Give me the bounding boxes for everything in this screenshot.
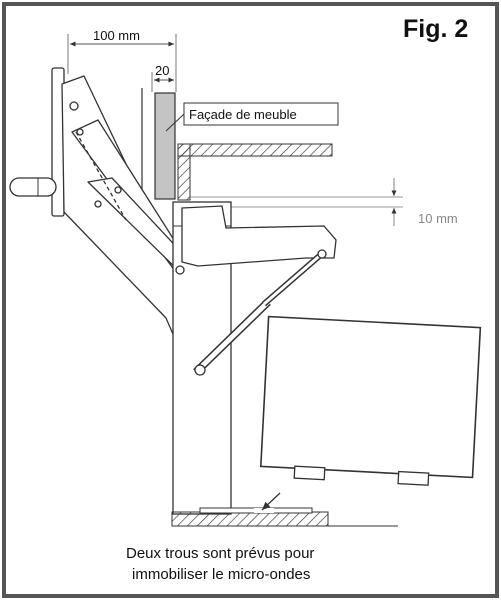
- gas-strut: [193, 249, 326, 375]
- bottom-base: [171, 492, 398, 527]
- support-arm: [181, 205, 337, 267]
- dimension-10mm-label: 10 mm: [418, 211, 458, 226]
- figure-label: Fig. 2: [403, 15, 468, 43]
- dimension-20: 20: [151, 63, 174, 92]
- dimension-100mm: 100 mm: [67, 28, 177, 92]
- facade-label-callout: Façade de meuble: [165, 102, 339, 132]
- dimension-20-label: 20: [155, 63, 169, 78]
- dimension-100mm-label: 100 mm: [93, 28, 140, 43]
- caption-line-2: immobiliser le micro-ondes: [132, 566, 310, 583]
- upper-shelf: [177, 143, 333, 201]
- dimension-10mm: 10 mm: [190, 178, 458, 226]
- microwave-oven: [259, 315, 482, 486]
- caption-line-1: Deux trous sont prévus pour: [126, 545, 314, 562]
- wall-bracket: [9, 67, 65, 217]
- furniture-facade-panel: [154, 92, 176, 200]
- facade-label: Façade de meuble: [189, 107, 297, 122]
- pivot-pins: [69, 101, 327, 376]
